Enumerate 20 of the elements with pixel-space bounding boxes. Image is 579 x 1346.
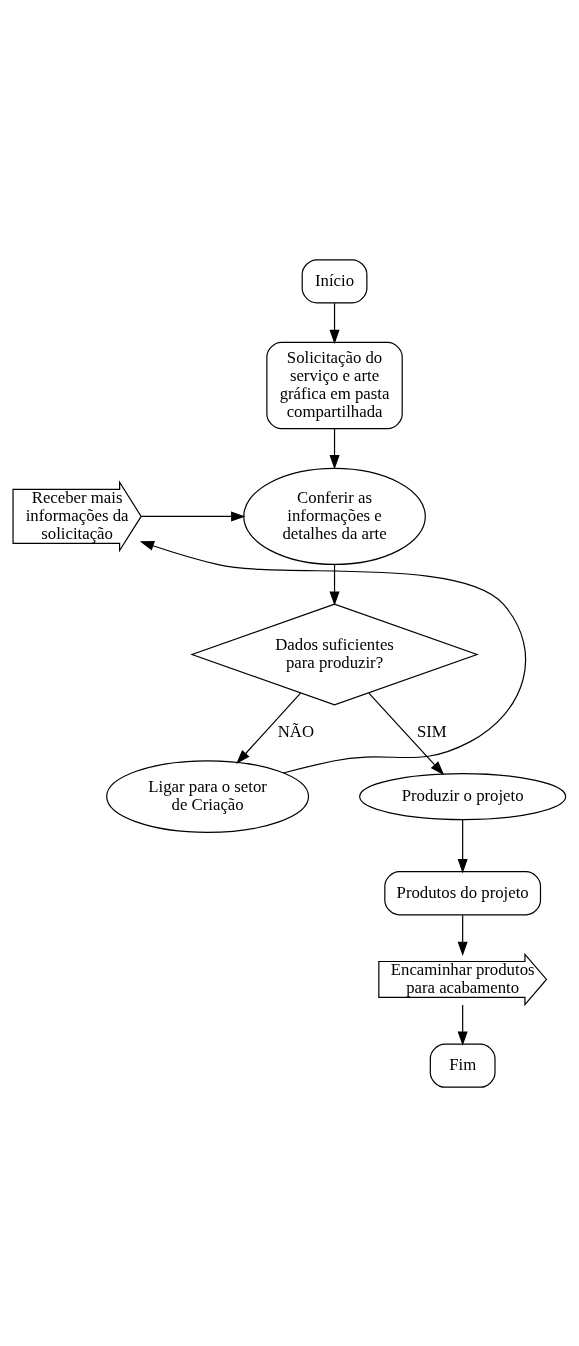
node-ellipse: Ligar para o setor de Criação xyxy=(106,759,310,833)
arrow xyxy=(368,692,445,775)
node-box: Fim xyxy=(429,1043,496,1088)
node-box: Solicitação do serviço e arte gráfica em pasta compartilhada xyxy=(266,341,403,429)
arrow xyxy=(329,302,340,344)
edge-label: SIM xyxy=(416,721,447,741)
arrow xyxy=(457,914,468,956)
node-box: Produtos do projeto xyxy=(384,870,542,915)
arrow xyxy=(140,510,246,521)
node-diamond: Dados suficientes para produzir? xyxy=(190,603,479,705)
arrow xyxy=(329,427,340,469)
node-ellipse: Produzir o projeto xyxy=(359,772,567,820)
arrow xyxy=(329,563,340,606)
arrow xyxy=(139,540,527,774)
node-ellipse: Conferir as informações e detalhes da arte xyxy=(243,467,426,565)
node-box: Início xyxy=(301,258,368,303)
arrow xyxy=(457,818,468,873)
edge-label: NÃO xyxy=(277,721,315,741)
arrow xyxy=(236,692,302,764)
arrow xyxy=(457,1003,468,1046)
